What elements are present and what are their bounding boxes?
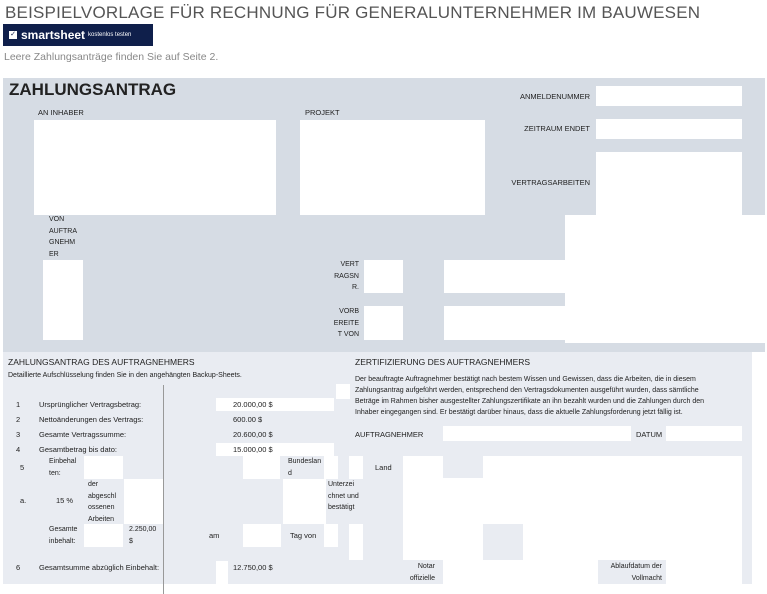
datum-label: DATUM	[636, 430, 663, 439]
land-field[interactable]	[403, 456, 443, 560]
auftragnehmer-label: AUFTRAGNEHMER	[355, 430, 424, 439]
vorbereitet-extra-field[interactable]	[444, 306, 725, 340]
row-a-num: a.	[20, 496, 27, 505]
blank-cell	[523, 524, 742, 560]
blank-cell	[349, 456, 363, 479]
row-1-cell	[216, 398, 334, 411]
row-4-num: 4	[16, 445, 21, 454]
projekt-field[interactable]	[300, 120, 485, 215]
vorbereitet-field[interactable]	[364, 306, 403, 340]
row-5-num: 5	[20, 463, 25, 472]
row-2-label: Nettoänderungen des Vertrags:	[39, 415, 144, 424]
datum-field[interactable]	[666, 426, 742, 441]
row-1-label: Ursprünglicher Vertragsbetrag:	[39, 400, 142, 409]
blank-cell	[283, 479, 326, 524]
an-inhaber-field[interactable]	[34, 120, 276, 215]
gesamt-inbehalt-value: 2.250,00 $	[129, 526, 157, 545]
request-heading: ZAHLUNGSANTRAG DES AUFTRAGNEHMERS	[8, 357, 195, 367]
blank-cell	[349, 524, 363, 560]
bundesland-label: Bundeslan d	[288, 458, 322, 477]
von-auftragnehmer-label: VON AUFTRA GNEHM ER	[49, 216, 77, 258]
anmeldenummer-label: ANMELDENUMMER	[519, 92, 590, 101]
divider	[163, 385, 164, 594]
logo-brand: smartsheet	[21, 28, 86, 42]
anmeldenummer-field[interactable]	[596, 86, 742, 106]
tag-von-label: Tag von	[290, 531, 317, 540]
zeitraum-label: ZEITRAUM ENDET	[524, 124, 590, 133]
vertragsarbeiten-label: VERTRAGSARBEITEN	[511, 178, 590, 187]
form-heading: ZAHLUNGSANTRAG	[9, 80, 177, 99]
cert-text: Der beauftragte Auftragnehmer bestätigt …	[355, 376, 705, 416]
vertragsnr-label: VERT RAGSN R.	[334, 261, 359, 291]
der-arbeiten-label: der abgeschl ossenen Arbeiten	[88, 481, 117, 523]
total-value: 12.750,00 $	[233, 563, 273, 572]
checkbox-icon: ✓	[9, 31, 17, 39]
gesamt-inbehalt-label: Gesamte inbehalt:	[49, 526, 78, 545]
row-2-num: 2	[16, 415, 21, 424]
vertragsnr-extra-field[interactable]	[444, 260, 565, 293]
row-4-cell	[216, 443, 334, 456]
blank-cell	[483, 456, 742, 524]
logo-cta: kostenlos testen	[88, 32, 132, 38]
smartsheet-logo-button[interactable]: ✓ smartsheet kostenlos testen	[3, 24, 153, 46]
row-2-value: 600.00 $	[233, 415, 263, 424]
ablauf-field[interactable]	[666, 560, 742, 584]
blank-cell	[324, 456, 338, 479]
vertragsnr-field[interactable]	[364, 260, 403, 293]
am-label: am	[209, 531, 220, 540]
blank-cell	[443, 478, 483, 560]
row-4-label: Gesamtbetrag bis dato:	[39, 445, 117, 454]
percent-value: 15 %	[56, 496, 74, 505]
am-field[interactable]	[243, 524, 281, 547]
vorbereitet-label: VORB EREITE T VON	[333, 308, 359, 338]
cert-heading: ZERTIFIZIERUNG DES AUFTRAGNEHMERS	[355, 357, 531, 367]
request-note: Detaillierte Aufschlüsselung finden Sie …	[8, 372, 242, 379]
zeitraum-field[interactable]	[596, 119, 742, 139]
row-6-num: 6	[16, 563, 21, 572]
row-3-label: Gesamte Vertragssumme:	[39, 430, 127, 439]
vertragsarbeiten-field[interactable]	[596, 152, 742, 215]
bundesland-field[interactable]	[243, 456, 280, 479]
projekt-label: PROJEKT	[305, 108, 340, 117]
page-title: BEISPIELVORLAGE FÜR RECHNUNG FÜR GENERAL…	[5, 3, 701, 22]
an-inhaber-label: AN INHABER	[38, 108, 84, 117]
blank-cell	[216, 561, 228, 584]
row-3-value: 20.600,00 $	[233, 430, 273, 439]
subtitle: Leere Zahlungsanträge finden Sie auf Sei…	[4, 51, 219, 63]
row-1-value: 20.000,00 $	[233, 400, 273, 409]
row-3-num: 3	[16, 430, 21, 439]
unterzeichnet-label: Unterzei chnet und bestätigt	[328, 481, 359, 511]
auftragnehmer-field[interactable]	[443, 426, 631, 441]
notar-field[interactable]	[443, 560, 598, 584]
total-label: Gesamtsumme abzüglich Einbehalt:	[39, 563, 160, 572]
gesamt-inbehalt-blank[interactable]	[84, 524, 123, 547]
arbeiten-field[interactable]	[124, 479, 163, 524]
notar-label: Notar offizielle	[409, 563, 435, 582]
einbehalten-field[interactable]	[84, 456, 123, 479]
blank-cell	[324, 524, 338, 547]
von-auftragnehmer-field[interactable]	[43, 260, 83, 340]
row-1-num: 1	[16, 400, 21, 409]
land-label: Land	[375, 463, 392, 472]
blank-cell	[336, 384, 350, 399]
row-4-value: 15.000,00 $	[233, 445, 273, 454]
ablauf-label: Ablaufdatum der Vollmacht	[610, 563, 662, 582]
einbehalten-label: Einbehal ten:	[49, 458, 77, 477]
